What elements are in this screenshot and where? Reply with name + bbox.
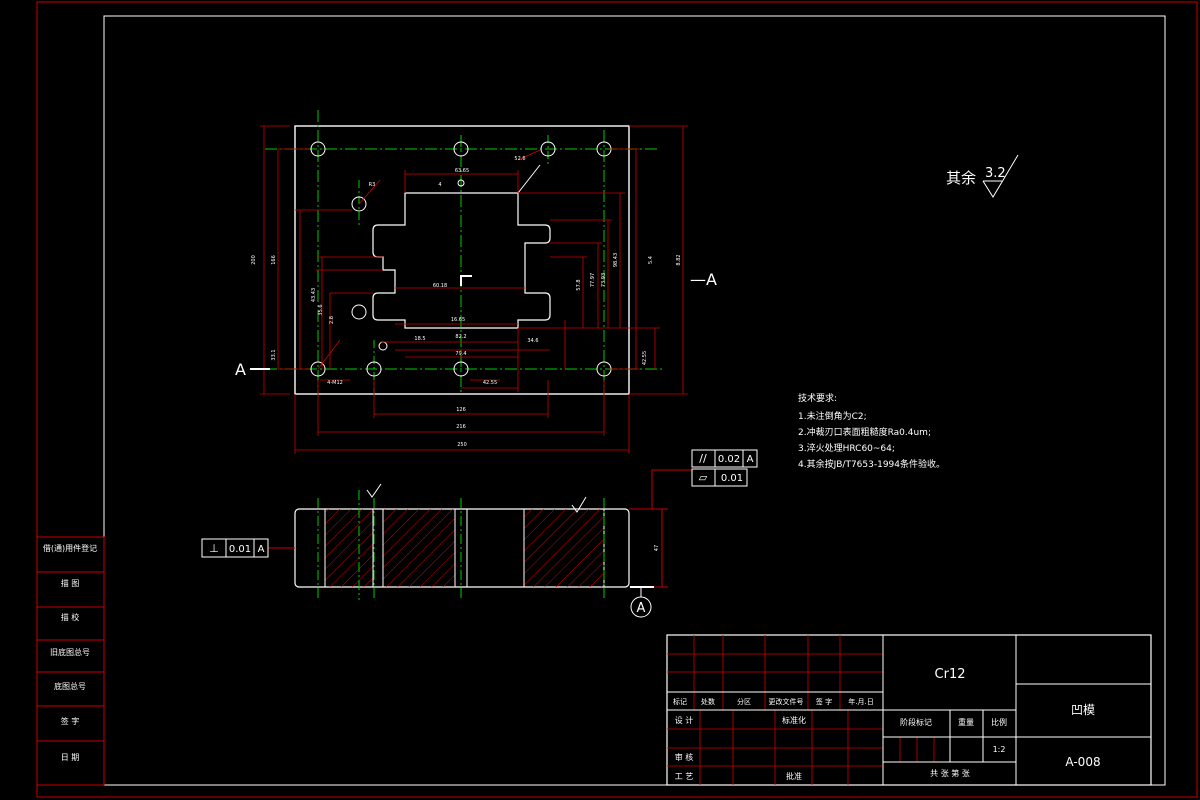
side-registration-table: 借(通)用件登记 描 图 描 校 旧底图总号 底图总号 签 字 日 期 bbox=[36, 536, 105, 786]
datum-a: A bbox=[637, 601, 646, 616]
tolerance-frame-parallelism: // 0.02 A bbox=[691, 449, 758, 468]
dim-small-r: 77.97 bbox=[590, 273, 596, 287]
tech-item-4: 4.其余按JB/T7653-1994条件验收。 bbox=[798, 458, 945, 470]
dim-small-k: 33.1 bbox=[271, 349, 277, 360]
dim-small-i: 34.6 bbox=[527, 338, 538, 344]
parallelism-symbol: // bbox=[699, 452, 707, 465]
review-label: 审 核 bbox=[675, 752, 694, 762]
perpendicularity-symbol: ⊥ bbox=[209, 542, 219, 555]
flatness-value: 0.01 bbox=[721, 473, 743, 484]
scale-value: 1:2 bbox=[993, 745, 1006, 754]
design-label: 设 计 bbox=[675, 715, 694, 725]
dim-small-o: R3 bbox=[369, 182, 376, 188]
tolerance-frame-flatness: ▱ 0.01 bbox=[691, 468, 748, 487]
tolerance-frame-perpendicularity: ⊥ 0.01 A bbox=[201, 538, 269, 558]
stage-mark-label: 阶段标记 bbox=[900, 717, 932, 727]
plan-view: 250 216 126 63.65 60.18 16.65 18.5 82.2 … bbox=[235, 110, 717, 454]
hdr-date: 年.月.日 bbox=[848, 697, 873, 706]
standardization-label: 标准化 bbox=[782, 715, 806, 725]
dim-small-q: 43.43 bbox=[311, 288, 317, 302]
dim-small-a: 63.65 bbox=[455, 168, 469, 174]
outer-border bbox=[36, 1, 1198, 798]
surface-finish-value: 3.2 bbox=[985, 166, 1006, 181]
flatness-symbol: ▱ bbox=[699, 471, 708, 484]
dim-small-j2: 42.55 bbox=[642, 351, 648, 365]
side-label-1: 描 图 bbox=[61, 578, 80, 588]
tech-item-1: 1.未注倒角为C2; bbox=[798, 410, 867, 422]
section-label-left: A bbox=[235, 360, 246, 379]
parallelism-value: 0.02 bbox=[718, 454, 740, 465]
surface-finish-note: 其余 3.2 bbox=[946, 154, 1019, 198]
tech-requirements: 技术要求: 1.未注倒角为C2; 2.冲裁刃口表面粗糙度Ra0.4um; 3.淬… bbox=[798, 392, 945, 470]
dim-hole-span-y: 166 bbox=[271, 255, 277, 265]
dim-small-b: 2.8 bbox=[329, 316, 335, 324]
perpendicularity-datum: A bbox=[258, 544, 265, 555]
dim-small-h: 79.4 bbox=[455, 351, 466, 357]
dim-small-n: 4 bbox=[438, 182, 441, 188]
scale-label: 比例 bbox=[991, 717, 1007, 727]
dim-overall-height: 200 bbox=[251, 255, 257, 265]
side-label-0: 借(通)用件登记 bbox=[43, 543, 97, 553]
dim-overall-width: 250 bbox=[457, 442, 467, 448]
dim-small-j: 42.55 bbox=[483, 380, 497, 386]
section-view: 47 A bbox=[268, 469, 692, 618]
tech-title: 技术要求: bbox=[798, 392, 837, 404]
dim-small-v: 35.6 bbox=[318, 304, 324, 315]
dim-small-g: 82.2 bbox=[455, 334, 466, 340]
side-label-3: 旧底图总号 bbox=[50, 647, 90, 657]
side-label-4: 底图总号 bbox=[54, 681, 86, 691]
dim-inner-span-x: 126 bbox=[456, 407, 466, 413]
dim-small-e: 16.65 bbox=[451, 317, 465, 323]
dim-small-c: 5.4 bbox=[648, 256, 654, 264]
tech-item-2: 2.冲裁刃口表面粗糙度Ra0.4um; bbox=[798, 426, 931, 438]
tech-item-3: 3.淬火处理HRC60~64; bbox=[798, 442, 895, 454]
sheets-label: 共 张 第 张 bbox=[930, 768, 970, 778]
dim-small-t: 73.93 bbox=[601, 273, 607, 287]
hdr-change-doc: 更改文件号 bbox=[769, 697, 804, 706]
dim-small-l: 8.82 bbox=[676, 254, 682, 265]
dim-small-d: 60.18 bbox=[433, 283, 447, 289]
side-label-5: 签 字 bbox=[61, 716, 80, 726]
section-marker-right: —A bbox=[690, 270, 717, 289]
dim-small-u: 98.43 bbox=[613, 253, 619, 267]
material: Cr12 bbox=[935, 667, 966, 682]
process-label: 工 艺 bbox=[675, 772, 694, 781]
hdr-count: 处数 bbox=[701, 697, 715, 706]
approve-label: 批准 bbox=[786, 771, 802, 781]
dim-small-s: 57.8 bbox=[576, 279, 582, 290]
side-label-6: 日 期 bbox=[61, 753, 80, 762]
inner-border bbox=[103, 15, 1166, 786]
parallelism-datum: A bbox=[747, 454, 754, 465]
dim-small-f: 18.5 bbox=[414, 336, 425, 342]
title-block: 标记 处数 分区 更改文件号 签 字 年.月.日 设 计 标准化 审 核 工 艺… bbox=[666, 634, 1152, 786]
weight-label: 重量 bbox=[958, 717, 974, 727]
hdr-zone: 分区 bbox=[737, 697, 751, 706]
perpendicularity-value: 0.01 bbox=[229, 544, 251, 555]
dim-small-p: 4-M12 bbox=[327, 380, 343, 386]
dim-hole-span-x: 216 bbox=[456, 424, 466, 430]
part-name: 凹模 bbox=[1071, 703, 1095, 717]
drawing-number: A-008 bbox=[1065, 755, 1100, 769]
hdr-mark: 标记 bbox=[673, 697, 687, 706]
dim-thickness: 47 bbox=[654, 545, 660, 551]
side-label-2: 描 校 bbox=[61, 612, 80, 622]
surface-finish-label: 其余 bbox=[946, 169, 976, 187]
hdr-sign: 签 字 bbox=[816, 697, 832, 706]
dim-small-m: 52.6 bbox=[514, 156, 525, 162]
